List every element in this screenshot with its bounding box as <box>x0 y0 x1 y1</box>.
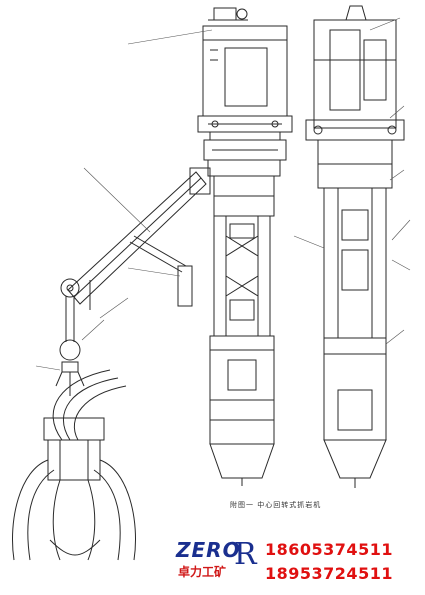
side-cabin <box>313 19 397 129</box>
phone-number-2: 18953724511 <box>265 564 393 583</box>
logo-wordmark: ZERO <box>176 538 241 562</box>
boom-cylinder <box>129 241 183 273</box>
bottom-cone <box>209 443 275 479</box>
grab-claw-right <box>99 459 137 561</box>
grab-claw-left <box>11 459 49 561</box>
top-motor-wheel <box>236 8 248 20</box>
logo-chinese-name: 卓力工矿 <box>178 565 227 579</box>
drawing-caption: 附图一 中心回转式抓岩机 <box>230 501 322 509</box>
boom-pivot <box>189 167 211 195</box>
side-base <box>305 119 405 141</box>
side-top-cap <box>345 5 367 21</box>
grab-bucket <box>11 339 137 561</box>
boom-arm <box>60 167 211 342</box>
bottom-casing <box>209 399 275 445</box>
side-view-column <box>305 5 405 488</box>
phone-number-1: 18605374511 <box>265 540 393 559</box>
front-view-column <box>197 7 293 486</box>
company-logo: ZERO R 卓力工矿 <box>176 538 261 588</box>
grab-body <box>47 439 101 481</box>
boom-pulley <box>60 278 80 298</box>
cabin-door <box>224 47 268 107</box>
top-motor <box>213 7 237 21</box>
leader-lines <box>35 17 411 371</box>
side-bottom-cone <box>323 439 387 479</box>
hook-block <box>59 339 81 361</box>
side-lower-body <box>323 353 387 441</box>
logo-letter: R <box>234 537 257 572</box>
lower-body <box>209 349 275 401</box>
main-mast <box>213 215 271 337</box>
grab-hose <box>52 369 111 441</box>
